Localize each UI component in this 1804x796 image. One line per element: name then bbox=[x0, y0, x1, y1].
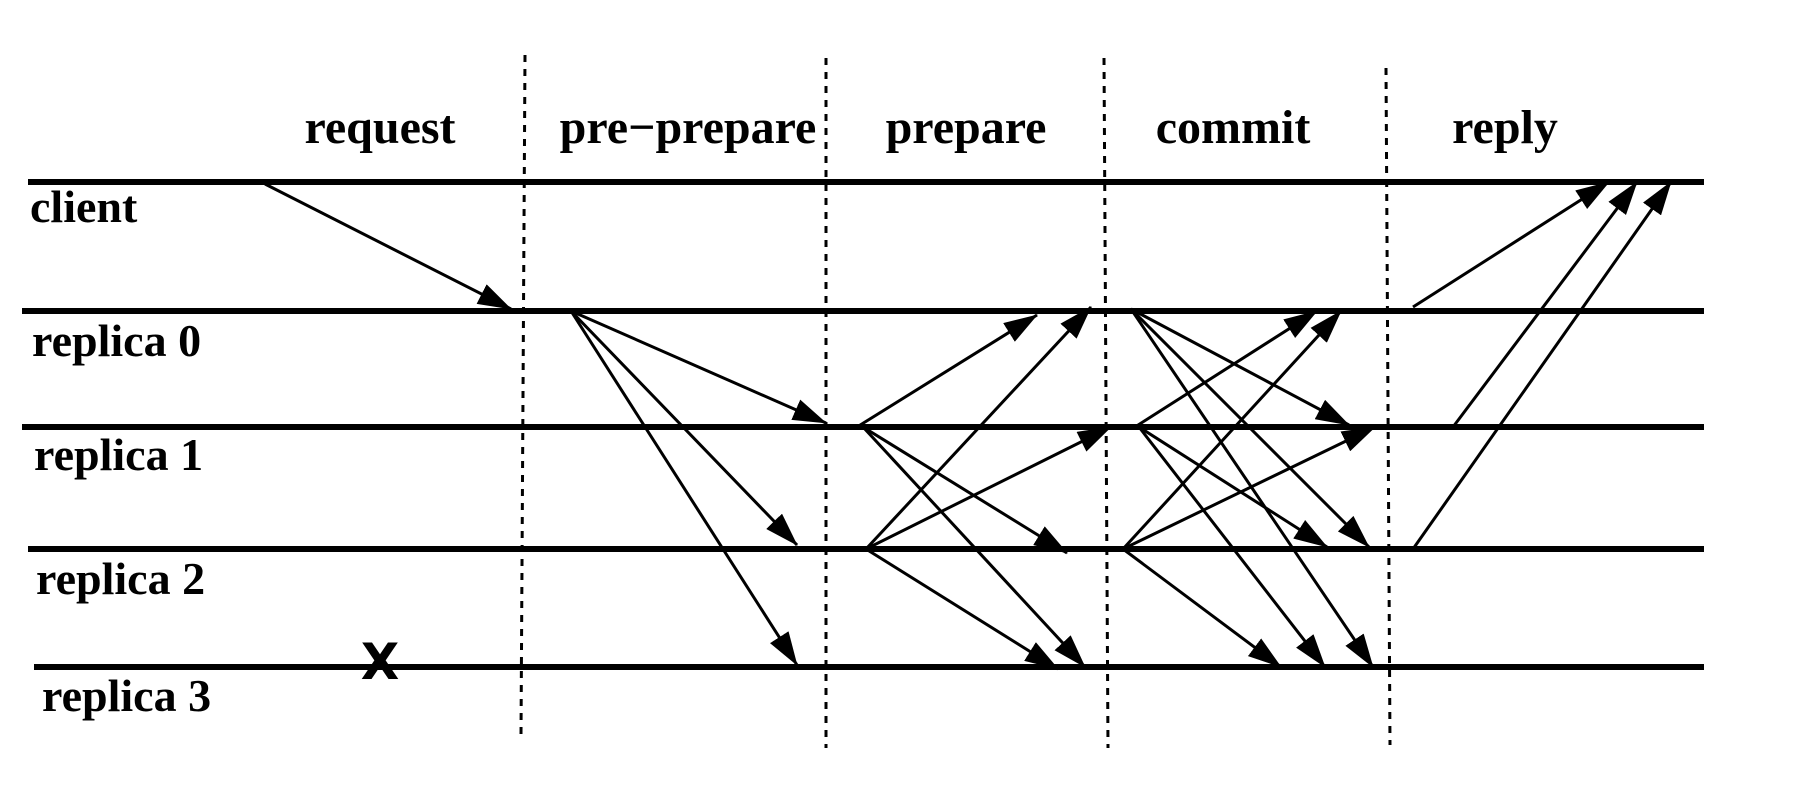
participant-label-replica-2: replica 2 bbox=[36, 553, 205, 604]
message-commit-r1-to-r2 bbox=[1138, 425, 1328, 549]
phase-label-reply: reply bbox=[1452, 101, 1558, 154]
message-request-client-to-r0 bbox=[264, 182, 512, 311]
message-prepare-r1-to-r3 bbox=[861, 425, 1087, 669]
phase-label-commit: commit bbox=[1156, 101, 1311, 154]
phase-divider-1 bbox=[519, 54, 527, 736]
message-prepare-r2-to-r3 bbox=[865, 547, 1059, 671]
message-preprepare-r0-to-r1 bbox=[570, 309, 827, 425]
participant-label-client: client bbox=[30, 181, 138, 232]
message-arrows bbox=[264, 180, 1673, 671]
message-preprepare-r0-to-r2 bbox=[569, 309, 799, 547]
message-reply-r2-to-client bbox=[1411, 181, 1673, 550]
message-commit-r2-to-r0 bbox=[1121, 309, 1343, 551]
fault-marker-x: X bbox=[361, 633, 400, 691]
participant-label-replica-3: replica 3 bbox=[42, 670, 211, 721]
message-commit-r1-to-r3 bbox=[1137, 426, 1327, 668]
phase-divider-3 bbox=[1102, 57, 1110, 749]
message-commit-r0-to-r2 bbox=[1129, 307, 1371, 549]
message-reply-r0-to-client bbox=[1412, 180, 1610, 309]
phase-label-request: request bbox=[304, 101, 455, 154]
participant-label-replica-0: replica 0 bbox=[32, 315, 201, 366]
message-commit-r1-to-r0 bbox=[1134, 309, 1318, 429]
message-commit-r0-to-r1 bbox=[1130, 307, 1350, 427]
phase-label-prepare: prepare bbox=[886, 101, 1047, 154]
message-prepare-r2-to-r0 bbox=[864, 305, 1093, 551]
message-preprepare-r0-to-r3 bbox=[569, 310, 799, 666]
participant-label-replica-1: replica 1 bbox=[34, 429, 203, 480]
message-commit-r2-to-r3 bbox=[1122, 547, 1282, 669]
phase-label-pre-prepare: pre−prepare bbox=[560, 101, 817, 154]
message-prepare-r1-to-r2 bbox=[862, 425, 1068, 555]
phase-divider-4 bbox=[1384, 67, 1392, 746]
message-prepare-r1-to-r0 bbox=[856, 313, 1038, 429]
message-commit-r2-to-r1 bbox=[1122, 425, 1376, 551]
message-prepare-r2-to-r1 bbox=[865, 425, 1112, 551]
message-reply-r1-to-client bbox=[1451, 181, 1639, 428]
